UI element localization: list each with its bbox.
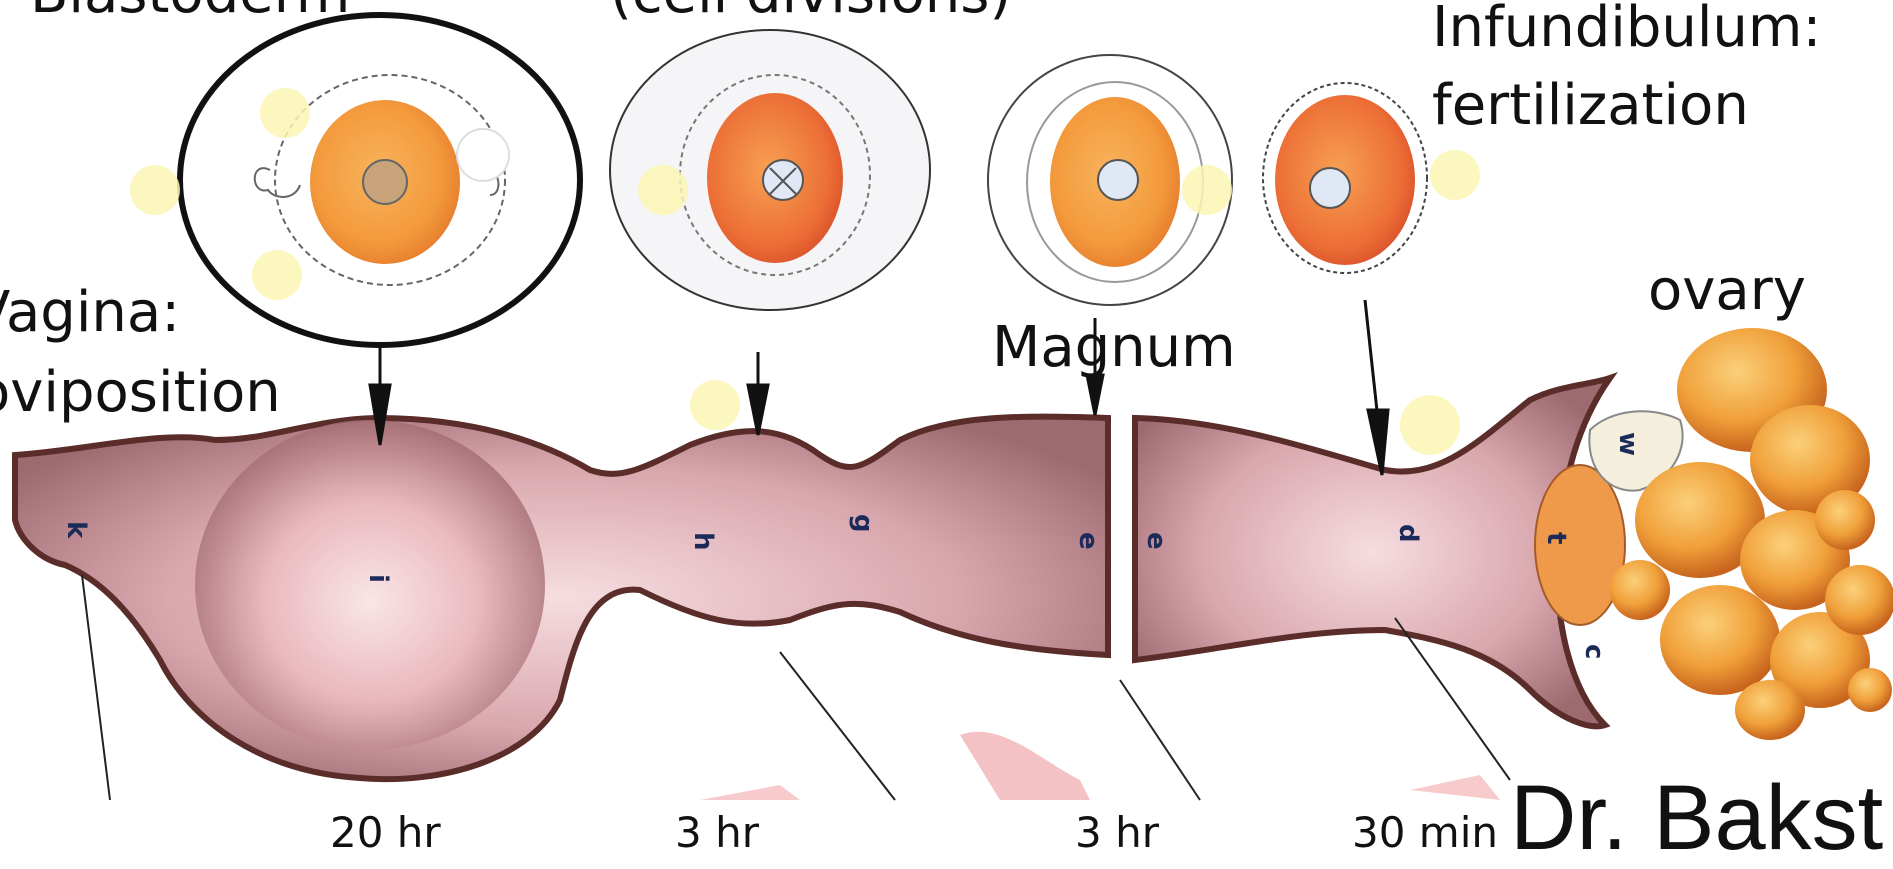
label-oviposition: oviposition <box>0 365 281 421</box>
segment-letter-t: t <box>1541 532 1571 544</box>
segment-letter-d: d <box>1393 524 1423 543</box>
marker-dot <box>260 88 310 138</box>
label-cell-divisions: (cell divisions) <box>610 0 1011 22</box>
marker-dot <box>1400 395 1460 455</box>
marker-dot <box>1182 165 1232 215</box>
marker-dot <box>252 250 302 300</box>
marker-dot <box>458 130 508 180</box>
segment-letter-i: i <box>363 574 393 583</box>
segment-letter-c: c <box>1579 644 1609 659</box>
label-infundibulum: Infundibulum: <box>1432 0 1821 56</box>
ovary-cluster <box>1589 328 1893 740</box>
label-magnum: Magnum <box>992 320 1236 376</box>
marker-dot <box>690 380 740 430</box>
label-vagina: Vagina: <box>0 285 180 341</box>
marker-dot <box>130 165 180 215</box>
segment-letter-e-right: e <box>1141 532 1171 550</box>
oviduct-left <box>15 417 1108 779</box>
egg-infundibulum-stage <box>1263 83 1427 273</box>
egg-shelled <box>180 15 580 345</box>
segment-letter-k: k <box>61 521 91 539</box>
label-ovary: ovary <box>1648 263 1806 319</box>
time-label-3hr-a: 3 hr <box>675 812 759 854</box>
segment-letter-h: h <box>688 532 718 551</box>
time-label-3hr-b: 3 hr <box>1075 812 1159 854</box>
label-fertilization: fertilization <box>1432 78 1749 134</box>
time-label-30min: 30 min <box>1352 812 1498 854</box>
author-credit: Dr. Bakst <box>1510 772 1883 864</box>
segment-letter-g: g <box>848 514 878 533</box>
marker-dot <box>638 165 688 215</box>
segment-letter-e-left: e <box>1073 532 1103 550</box>
marker-dot <box>1430 150 1480 200</box>
background-smudges <box>700 732 1500 800</box>
label-blastoderm: Blastoderm <box>30 0 350 22</box>
segment-letter-w: w <box>1613 432 1643 456</box>
time-label-20hr: 20 hr <box>330 812 441 854</box>
